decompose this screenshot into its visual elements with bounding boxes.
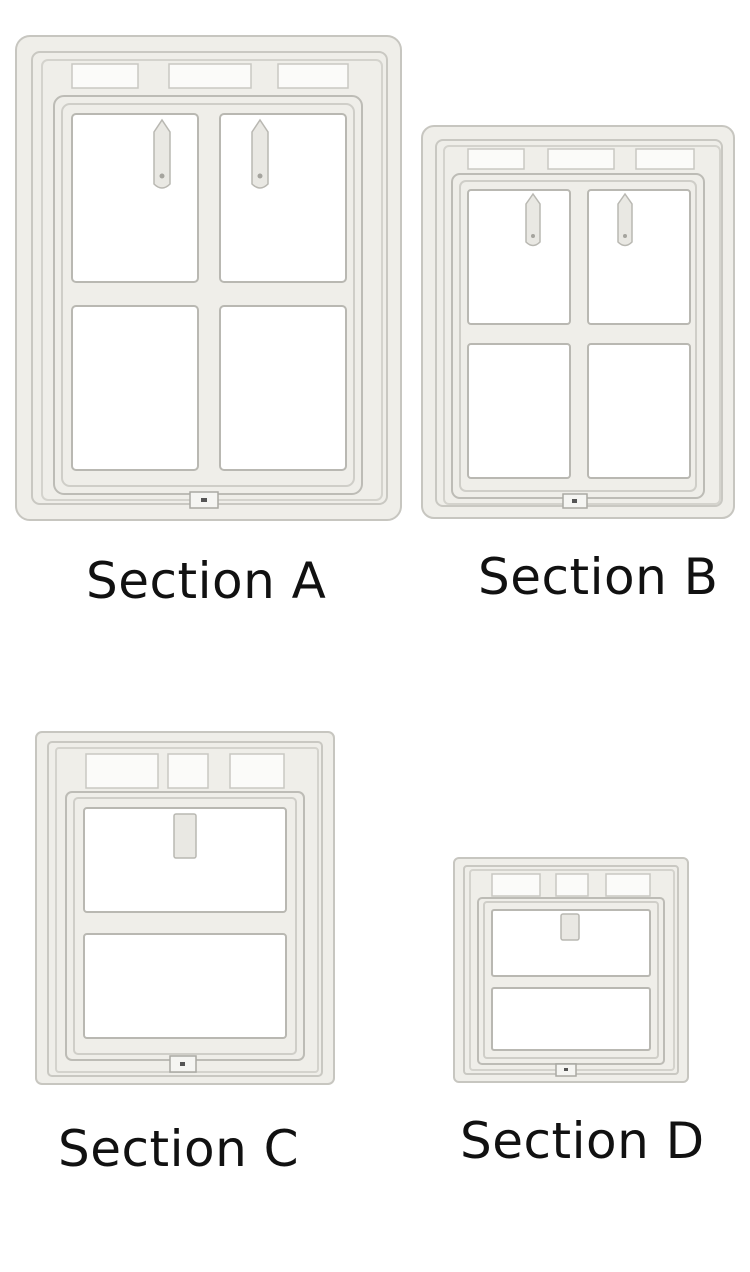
pet-door-section-a bbox=[14, 34, 404, 524]
pet-door-a-image bbox=[15, 35, 402, 521]
pet-door-section-c bbox=[34, 730, 338, 1088]
section-c-label: Section C bbox=[58, 1120, 300, 1178]
pet-door-d-image bbox=[453, 857, 689, 1083]
pet-door-section-b bbox=[420, 124, 738, 522]
section-d-label: Section D bbox=[460, 1112, 705, 1170]
pet-door-section-d bbox=[452, 856, 692, 1086]
section-b-label: Section B bbox=[478, 548, 719, 606]
section-a-label: Section A bbox=[86, 552, 327, 610]
pet-door-b-image bbox=[421, 125, 735, 519]
pet-door-c-image bbox=[35, 731, 335, 1085]
